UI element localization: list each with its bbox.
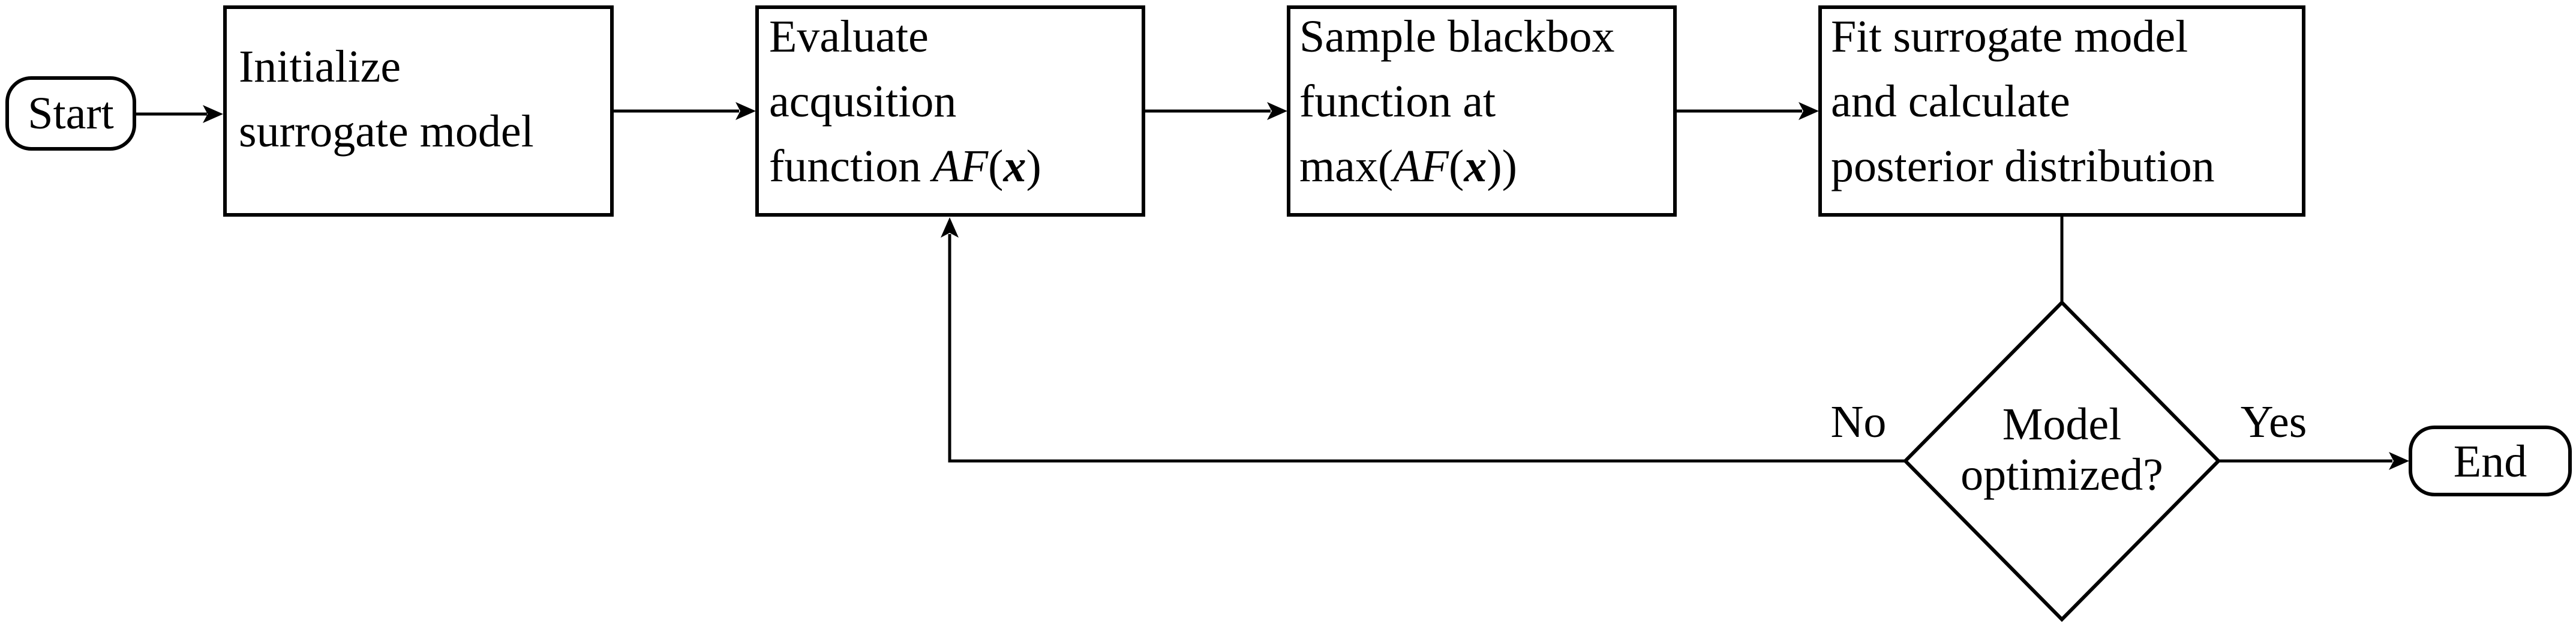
fit-line-1: Fit surrogate model: [1831, 11, 2188, 62]
arrowhead-evaluate-loop: [941, 217, 959, 238]
fit-line-3: posterior distribution: [1831, 141, 2215, 191]
evaluate-line-1: Evaluate: [769, 11, 929, 62]
edges: [136, 102, 2409, 470]
initialize-box: [223, 5, 614, 217]
sample-af-symbol: AF: [1390, 141, 1449, 191]
node-initialize: Initialize surrogate model: [223, 5, 614, 217]
sample-line-1: Sample blackbox: [1299, 11, 1615, 62]
initialize-line-1: Initialize: [239, 41, 401, 92]
node-sample: Sample blackbox function at max(AF(x)): [1287, 5, 1677, 217]
fit-line-2: and calculate: [1831, 76, 2070, 127]
initialize-line-2: surrogate model: [239, 106, 534, 157]
evaluate-open-paren: (: [988, 141, 1003, 191]
sample-open-outer-paren: (: [1378, 141, 1393, 191]
sample-line-3: max(AF(x)): [1299, 141, 1517, 191]
evaluate-line-3-prefix: function: [769, 141, 932, 191]
node-end: End: [2409, 426, 2572, 496]
sample-line-2: function at: [1299, 76, 1496, 127]
arrowhead-end: [2389, 452, 2409, 470]
sample-x-vector: x: [1463, 141, 1487, 191]
node-fit: Fit surrogate model and calculate poster…: [1818, 5, 2305, 217]
decision-diamond: [1902, 299, 2221, 622]
node-decision: Model optimized?: [1902, 299, 2221, 622]
arrowhead-fit: [1799, 102, 1819, 120]
evaluate-x-vector: x: [1002, 141, 1026, 191]
node-start: Start: [5, 76, 136, 151]
evaluate-close-paren: ): [1026, 141, 1041, 191]
node-evaluate: Evaluate acqusition function AF(x): [755, 5, 1145, 217]
start-terminal-shape: [5, 76, 136, 151]
evaluate-box: [755, 5, 1145, 217]
sample-max-operator: max: [1299, 141, 1378, 191]
edge-decision-no-loop: [948, 234, 1905, 463]
arrowhead-sample: [1267, 102, 1287, 120]
sample-open-paren: (: [1449, 141, 1464, 191]
decision-line-1: Model: [2002, 399, 2121, 450]
arrowhead-init: [203, 105, 223, 123]
edge-label-no: No: [1831, 397, 1887, 447]
evaluate-af-symbol: AF: [929, 141, 989, 191]
decision-line-2: optimized?: [1960, 450, 2163, 500]
end-label: End: [2454, 436, 2527, 487]
fit-box: [1818, 5, 2305, 217]
evaluate-line-2: acqusition: [769, 76, 956, 127]
sample-close-parens: )): [1487, 141, 1517, 191]
arrowhead-evaluate: [735, 102, 756, 120]
end-terminal-shape: [2409, 426, 2572, 496]
sample-box: [1287, 5, 1677, 217]
edge-label-yes: Yes: [2241, 397, 2307, 447]
start-label: Start: [28, 88, 114, 139]
evaluate-line-3: function AF(x): [769, 141, 1041, 191]
